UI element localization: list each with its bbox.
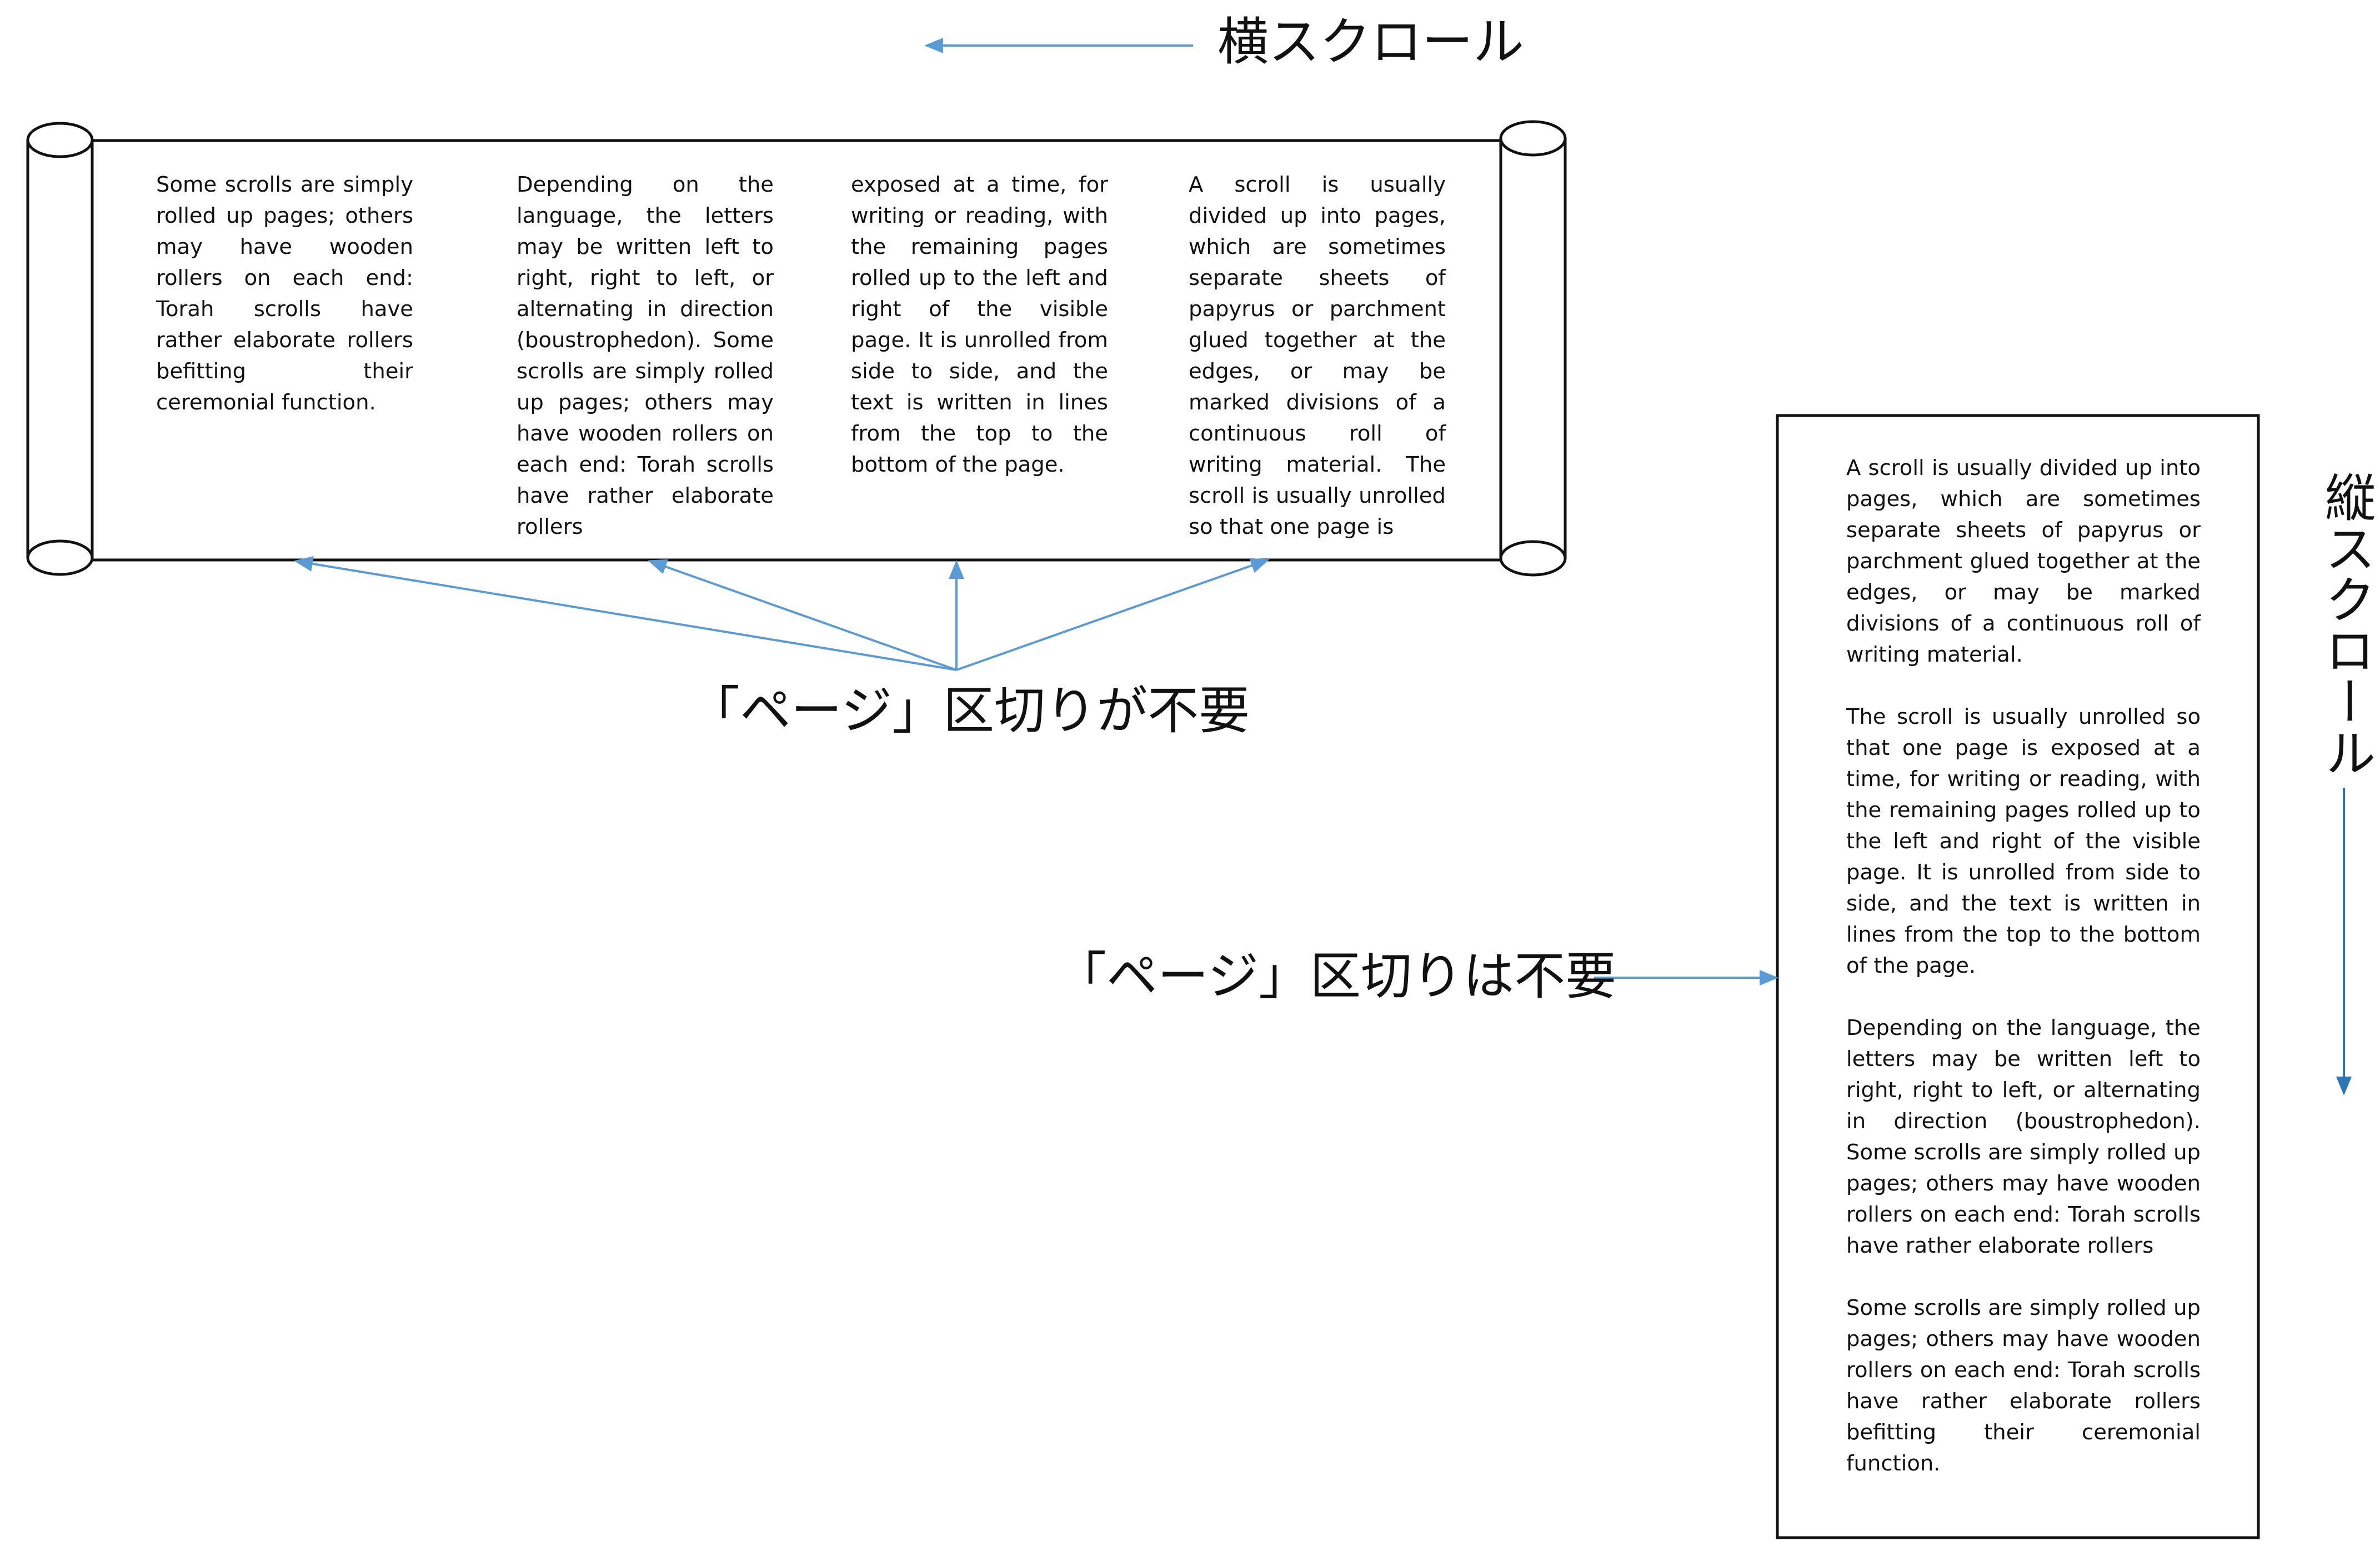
horizontal-scroll — [26, 120, 1567, 577]
vertical-paragraph-3: Depending on the language, the letters m… — [1846, 1015, 2201, 1258]
page-break-arrow-2 — [648, 559, 957, 671]
vertical-scroll-label: 縦スクロール — [2316, 471, 2376, 778]
left-roller — [26, 122, 94, 576]
horizontal-column-3: exposed at a time, for writing or readin… — [851, 172, 1108, 477]
page-break-arrow-1 — [294, 556, 957, 671]
page-break-arrows — [294, 556, 1270, 671]
horizontal-column-2: Depending on the language, the letters m… — [517, 172, 774, 539]
page-break-arrow-4 — [956, 558, 1270, 671]
page-break-unnecessary-label-wa: 「ページ」区切りは不要 — [1055, 947, 1617, 1006]
vertical-paragraph-1: A scroll is usually divided up into page… — [1846, 456, 2201, 667]
horizontal-scroll-label: 横スクロール — [1217, 12, 1525, 72]
vertical-paragraph-2: The scroll is usually unrolled so that o… — [1846, 704, 2201, 978]
scroll-sheet — [90, 139, 1504, 562]
horizontal-column-1: Some scrolls are simply rolled up pages;… — [156, 172, 413, 415]
vertical-paragraph-4: Some scrolls are simply rolled up pages;… — [1846, 1295, 2201, 1476]
vertical-scroll-page — [1776, 414, 2260, 1539]
right-roller — [1499, 120, 1567, 577]
page-break-unnecessary-label-ga: 「ページ」区切りが不要 — [689, 681, 1250, 741]
vertical-page-text: A scroll is usually divided up into page… — [1846, 453, 2201, 1479]
horizontal-column-4: A scroll is usually divided up into page… — [1189, 172, 1446, 539]
